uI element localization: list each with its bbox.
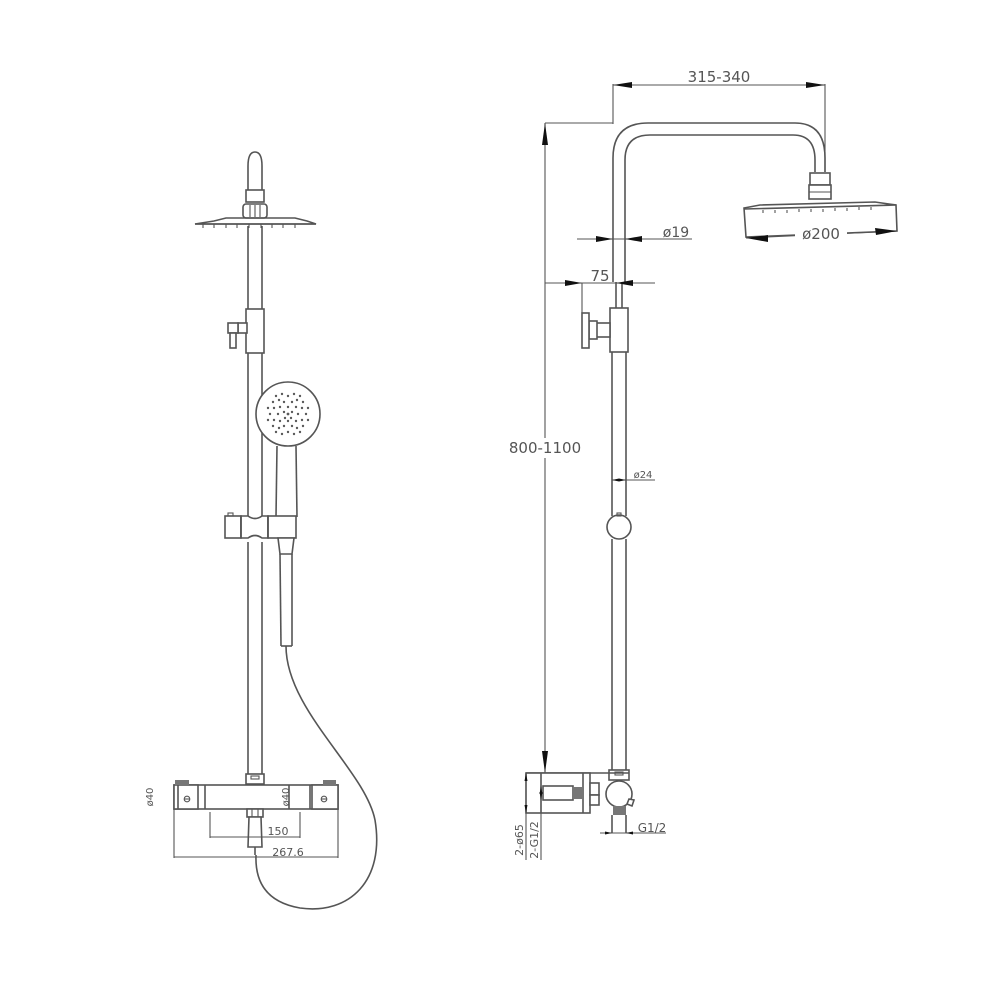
- dim-overhead-diameter: ø200: [745, 225, 898, 243]
- dim-overall-width-label: 267.6: [272, 846, 304, 859]
- dim-valve-diameter-right: ø40: [281, 788, 292, 807]
- dim-valve-diameter-left: ø40: [145, 788, 156, 807]
- overhead-shower-front: [194, 151, 317, 228]
- dim-arm-diameter-label: ø19: [663, 225, 689, 241]
- front-view: ø40 ø40 150 267.6: [145, 151, 378, 910]
- dim-wall-thread-label: 2-G1/2: [528, 821, 541, 859]
- thermostatic-valve-front: ø40 ø40: [145, 780, 339, 855]
- dim-overall-width: 267.6: [173, 809, 339, 859]
- dim-outlet-thread: G1/2: [600, 821, 666, 835]
- valve-side: [525, 772, 636, 833]
- dim-arm-diameter: ø19: [577, 225, 692, 242]
- dim-column-diameter: ø24: [612, 470, 655, 482]
- slide-holder-front: [224, 512, 297, 555]
- shower-arm-side: [612, 122, 826, 282]
- dim-overhead-diameter-label: ø200: [802, 225, 840, 243]
- side-view: 315-340 ø19 ø200: [503, 68, 898, 860]
- dim-diverter-offset-label: 75: [590, 267, 609, 285]
- dim-inlet-spacing: 150: [209, 812, 301, 838]
- dim-column-height: 800-1100: [503, 122, 613, 773]
- overhead-shower-side: [743, 172, 898, 238]
- hand-shower-front: [255, 381, 321, 518]
- dim-wall-cover-label: 2-ø65: [513, 824, 526, 856]
- dim-wall-connections: 2-ø65 2-G1/2: [513, 773, 543, 860]
- diverter-front: [227, 308, 265, 354]
- dim-arm-projection: 315-340: [612, 68, 826, 172]
- dim-inlet-spacing-label: 150: [268, 825, 289, 838]
- column-side: [581, 282, 632, 781]
- dim-column-height-label: 800-1100: [509, 439, 581, 457]
- hose-front: [255, 553, 378, 910]
- dim-arm-projection-label: 315-340: [688, 68, 751, 86]
- dim-outlet-thread-label: G1/2: [638, 821, 667, 835]
- dim-diverter-offset: 75: [545, 267, 655, 313]
- dim-column-diameter-label: ø24: [634, 470, 653, 481]
